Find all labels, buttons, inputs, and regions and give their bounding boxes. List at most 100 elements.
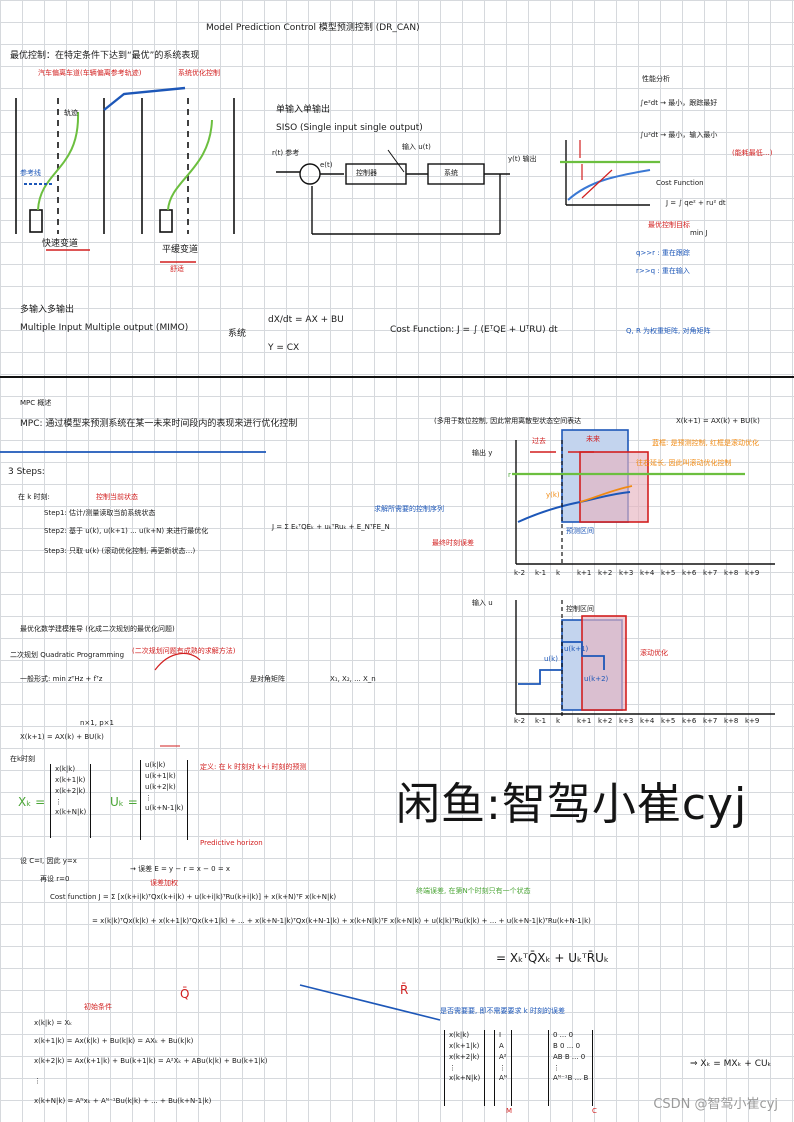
pred-line-4: x(k+N|k) = Aᴺxₖ + Aᴺ⁻¹Bu(k|k) + ... + Bu… bbox=[34, 1097, 212, 1105]
mimo-cost: Cost Function: J = ∫ (EᵀQE + UᵀRU) dt bbox=[390, 325, 558, 335]
pred-line-2: x(k+2|k) = Ax(k+1|k) + Bu(k+1|k) = A²Xₖ … bbox=[34, 1057, 268, 1065]
x-tick-label: k+1 bbox=[577, 569, 592, 577]
slow-lane-path bbox=[167, 119, 213, 211]
uk-label: Uₖ = bbox=[110, 795, 138, 809]
x-tick-label: k bbox=[556, 569, 561, 577]
mpc-note: (多用于数位控制, 因此常用离散型状态空间表达 bbox=[434, 417, 582, 425]
final-eq: ⇒ Xₖ = MXₖ + CUₖ bbox=[690, 1059, 772, 1069]
analysis-3: (能耗最低…) bbox=[732, 149, 773, 157]
siso-sub: SISO (Single input single output) bbox=[276, 123, 423, 133]
analysis-1: ∫e²dt → 最小，跟踪最好 bbox=[640, 99, 718, 107]
csdn-credit: CSDN @智驾小崔cyj bbox=[653, 1097, 778, 1112]
uk-matrix: u(k|k)u(k+1|k)u(k+2|k)⋮u(k+N-1|k) bbox=[140, 760, 189, 840]
siso-response bbox=[565, 140, 650, 206]
diag-vector: X₁, X₂, ... X_n bbox=[330, 675, 376, 683]
analysis-title: 性能分析 bbox=[642, 75, 670, 83]
x-tick-label: k+2 bbox=[598, 569, 613, 577]
mpc-input-chart bbox=[515, 600, 775, 715]
bottom-blue: 是否需要要, 即不需要要求 k 时刻的误差 bbox=[440, 1007, 565, 1015]
x-tick-label: k-1 bbox=[535, 717, 547, 725]
siso-diagram bbox=[276, 163, 510, 235]
chart1-ref: r bbox=[508, 471, 511, 479]
x-tick-label: k bbox=[556, 717, 561, 725]
mpc-output-chart bbox=[515, 440, 775, 565]
pred-line-0: x(k|k) = Xₖ bbox=[34, 1019, 73, 1027]
pred-line-1: x(k+1|k) = Ax(k|k) + Bu(k|k) = AXₖ + Bu(… bbox=[34, 1037, 194, 1045]
x-tick-label: k+1 bbox=[577, 717, 592, 725]
x-tick-label: k+3 bbox=[619, 569, 634, 577]
slow-caption-sub: 舒适 bbox=[170, 265, 184, 273]
weights-note: Q, R 为权重矩阵, 对角矩阵 bbox=[626, 327, 711, 335]
x-tick-label: k+4 bbox=[640, 717, 655, 725]
qp-label: 二次规划 Quadratic Programming bbox=[10, 651, 125, 659]
in-k: 在k时刻 bbox=[10, 755, 36, 763]
lane-diagram bbox=[15, 98, 235, 234]
q-large: q>>r : 重在跟踪 bbox=[636, 249, 690, 257]
x-tick-label: k+7 bbox=[703, 569, 718, 577]
x-tick-label: k+3 bbox=[619, 717, 634, 725]
xk-label: Xₖ = bbox=[18, 795, 46, 809]
state-eq-1: dX/dt = AX + BU bbox=[268, 315, 344, 325]
fast-caption: 快速变道 bbox=[42, 239, 79, 249]
q-bar: Q̄ bbox=[180, 987, 190, 1001]
state-sizes: n×1, p×1 bbox=[80, 719, 114, 727]
terminal-note: 终端误差, 在第N个时刻只有一个状态 bbox=[416, 887, 531, 895]
section1-heading: 最优控制：在特定条件下达到“最优”的系统表现 bbox=[10, 51, 200, 61]
pred-line-3: ⋮ bbox=[34, 1077, 41, 1085]
x-tick-label: k-1 bbox=[535, 569, 547, 577]
x-tick-label: k+5 bbox=[661, 569, 676, 577]
diagram-ref: r(t) 参考 bbox=[272, 149, 300, 157]
step1: Step1: 估计/测量读取当前系统状态 bbox=[44, 509, 156, 517]
red-label-2: 系统优化控制 bbox=[178, 69, 220, 77]
chart2-ylabel: 输入 u bbox=[472, 599, 493, 607]
x-tick-label: k-2 bbox=[514, 569, 526, 577]
min-j: min J bbox=[690, 229, 708, 237]
init-note: 初始条件 bbox=[84, 1003, 112, 1011]
page-title: Model Prediction Control 模型预测控制 (DR_CAN) bbox=[206, 23, 420, 33]
chart1-orange-note2: 往右延长, 因此叫滚动优化控制 bbox=[636, 459, 732, 467]
x-tick-label: k+9 bbox=[745, 569, 760, 577]
cost-function-title: Cost Function bbox=[656, 179, 704, 187]
fast-lane-path bbox=[37, 111, 80, 211]
cost-line: Cost function J = Σ [x(k+i|k)ᵀQx(k+i|k) … bbox=[50, 893, 337, 901]
cost-function: J = ∫ qe² + ru² dt bbox=[666, 199, 726, 207]
chart1-ylabel: 输出 y bbox=[472, 449, 493, 457]
blue-ref-label: 参考线 bbox=[20, 169, 41, 177]
expand: = x(k|k)ᵀQx(k|k) + x(k+1|k)ᵀQx(k+1|k) + … bbox=[92, 917, 591, 925]
chart1-past: 过去 bbox=[532, 437, 546, 445]
step2-blue: 求解所需要的控制序列 bbox=[374, 505, 444, 513]
step1-red: 控制当前状态 bbox=[96, 493, 138, 501]
watermark: 闲鱼:智驾小崔cyj bbox=[396, 779, 748, 830]
steps-title: 3 Steps: bbox=[8, 467, 45, 477]
state-def: X(k+1) = AX(k) + BU(k) bbox=[20, 733, 104, 741]
lane-label: 轨迹 bbox=[64, 109, 78, 117]
siso-title: 单输入单输出 bbox=[276, 105, 331, 115]
r-bar: R̄ bbox=[400, 983, 409, 997]
diagram-system: 系统 bbox=[444, 169, 458, 177]
error-def: → 误差 E = y − r = x − 0 = x bbox=[130, 865, 231, 873]
x-tick-label: k+5 bbox=[661, 717, 676, 725]
chart2-uk: u(k) bbox=[544, 655, 558, 663]
state-eq-2: Y = CX bbox=[268, 343, 300, 353]
slow-caption: 平缓变道 bbox=[162, 245, 199, 255]
chart2-control-label: 控制区间 bbox=[566, 605, 594, 613]
x-tick-label: k+8 bbox=[724, 717, 739, 725]
step2-red: 最终时刻误差 bbox=[432, 539, 474, 547]
c-label: C bbox=[592, 1107, 597, 1115]
xk-matrix: x(k|k)x(k+1|k)x(k+2|k)⋮x(k+N|k) bbox=[50, 764, 92, 838]
analysis-2: ∫u²dt → 最小，输入最小 bbox=[640, 131, 718, 139]
mimo-sub: Multiple Input Multiple output (MIMO) bbox=[20, 323, 189, 333]
diagram-input: 输入 u(t) bbox=[402, 143, 431, 151]
qp-note: (二次规划问题有成熟的求解方法) bbox=[132, 647, 236, 655]
red-label: 汽车偏离车道(车辆偏离参考轨迹) bbox=[38, 69, 142, 77]
diagram-output: y(t) 输出 bbox=[508, 155, 537, 163]
diagram-controller: 控制器 bbox=[356, 169, 377, 177]
chart1-future: 未来 bbox=[586, 435, 600, 443]
m-label: M bbox=[506, 1107, 513, 1115]
section2-heading: MPC 概述 bbox=[20, 399, 52, 407]
x-tick-label: k+2 bbox=[598, 717, 613, 725]
mpc-description: MPC: 通过模型来预测系统在某一未来时间段内的表现来进行优化控制 bbox=[20, 419, 298, 429]
step2: Step2: 基于 u(k), u(k+1) ... u(k+N) 来进行最优化 bbox=[44, 527, 209, 535]
chart1-orange-note: 蓝框: 是预测控制, 红框是滚动优化 bbox=[652, 439, 760, 447]
